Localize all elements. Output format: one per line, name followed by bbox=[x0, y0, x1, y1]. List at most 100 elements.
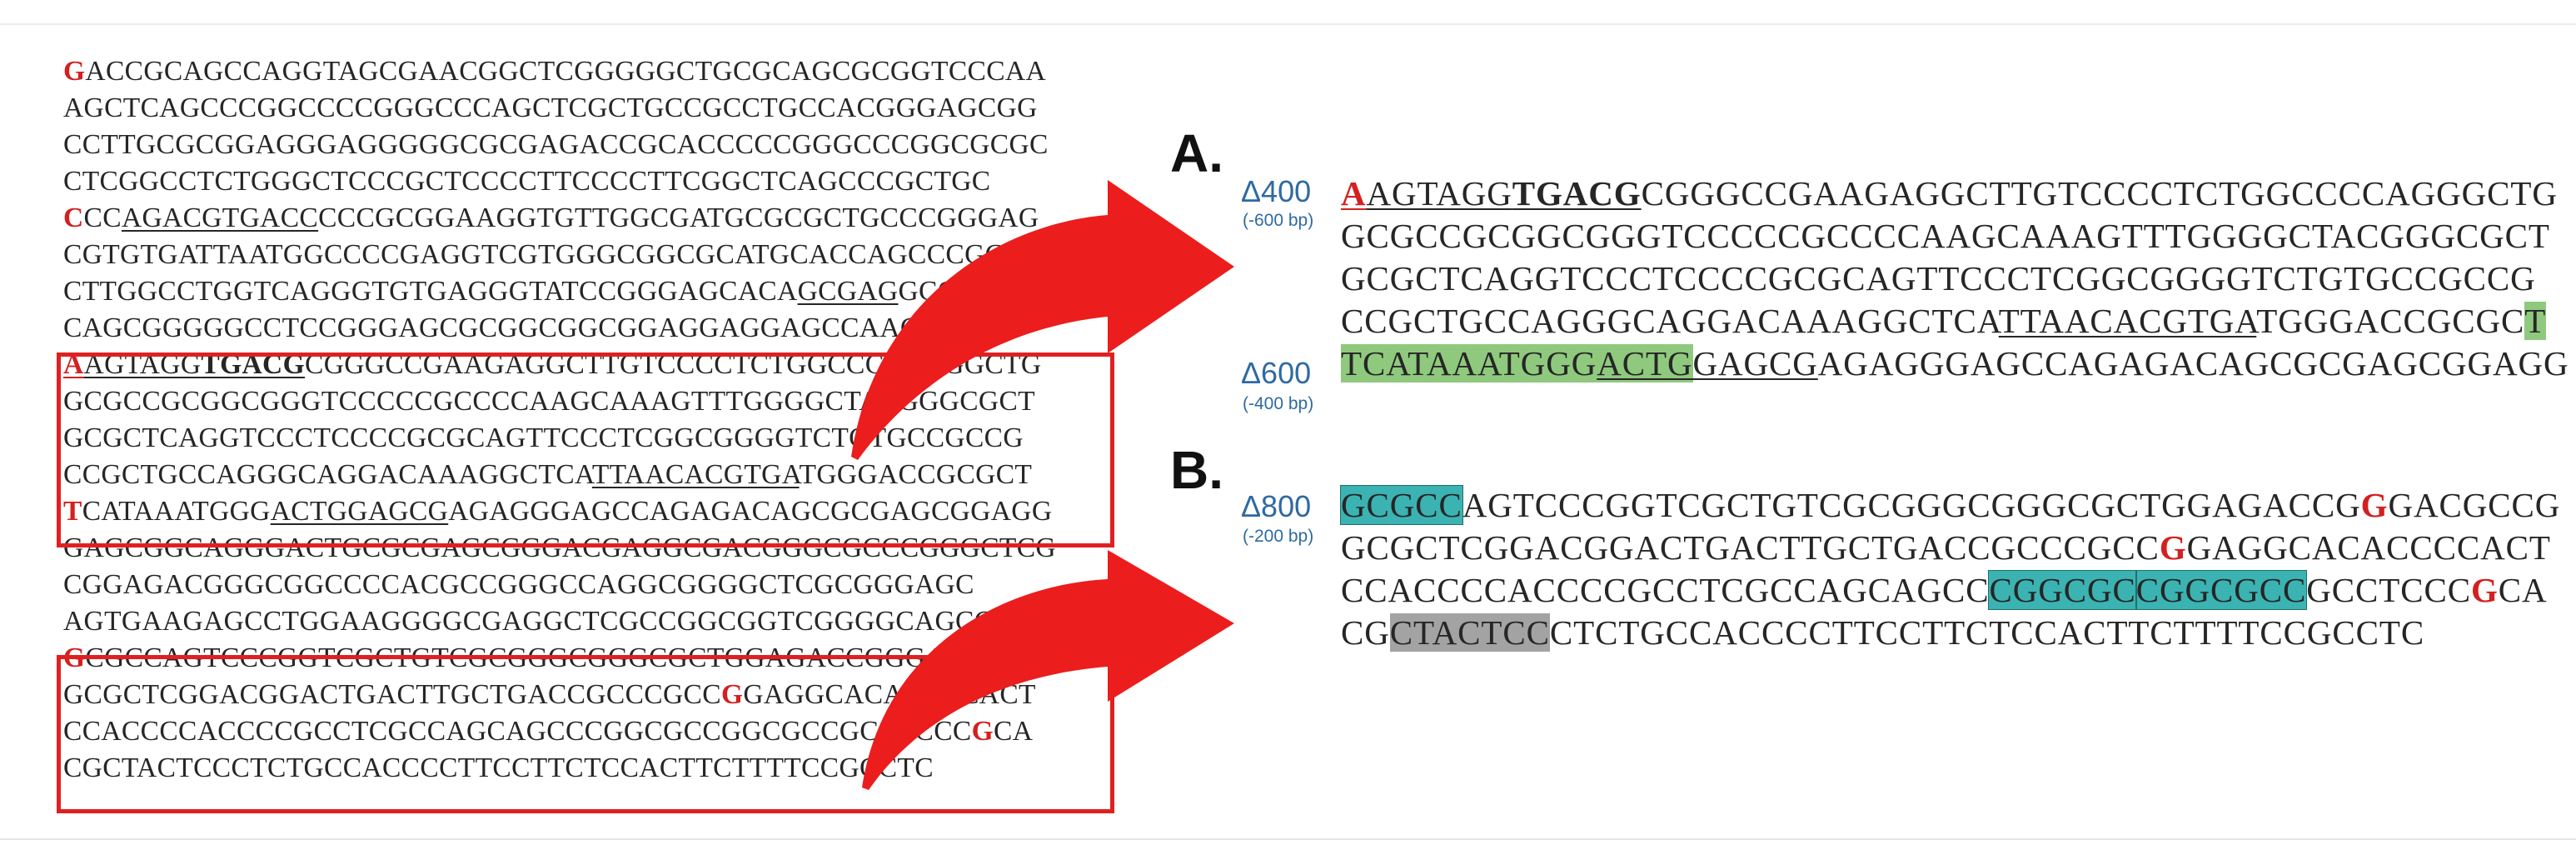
bottom-divider bbox=[0, 838, 2576, 840]
sequence-segment: AGAGGGAGCCAGAGACAGCGCGAGCGGAGG bbox=[448, 496, 1053, 527]
sequence-line: CCGCTGCCAGGGCAGGACAAAGGCTCATTAACACGTGATG… bbox=[63, 458, 1056, 495]
arrow-to-a bbox=[851, 180, 1234, 460]
sequence-segment: TCATAAATGGG bbox=[1341, 344, 1597, 382]
sequence-segment: CGCTACTCCCTCTGCCACCCCTTCCTTCTCCACTTCTTTT… bbox=[63, 752, 934, 783]
sequence-line: CTCGGCCTCTGGGCTCCCGCTCCCCTTCCCCTTCGGCTCA… bbox=[63, 165, 1056, 202]
sequence-segment: ACCGCAGCCAGGTAGCGAACGGCTCGGGGGCTGCGCAGCG… bbox=[85, 56, 1046, 87]
sequence-segment: GCGCC bbox=[1340, 485, 1463, 525]
sequence-segment: G bbox=[720, 679, 744, 710]
sequence-line: GCGCCAGTCCCGGTCGCTGTCGCGGGCGGGCGCTGGAGAC… bbox=[1340, 485, 2561, 528]
sequence-line: GCGCCGCGGCGGGTCCCCCGCCCCAAGCAAAGTTTGGGGC… bbox=[1341, 216, 2569, 258]
sequence-segment: TGACG bbox=[1512, 174, 1642, 212]
sequence-segment: AGTCCCGGTCGCTGTCGCGGGCGGGCGCTGGAGACCG bbox=[1462, 486, 2361, 524]
sequence-segment: GCGCTCAGGTCCCTCCCCGCGCAGTTCCCTCGGCGGGGTC… bbox=[1341, 259, 2536, 298]
sequence-line: GACCGCAGCCAGGTAGCGAACGGCTCGGGGGCTGCGCAGC… bbox=[63, 55, 1056, 92]
sequence-segment: C bbox=[63, 202, 84, 233]
sequence-line: CGTGTGATTAATGGCCCCGAGGTCGTGGGCGGCGCATGCA… bbox=[63, 238, 1056, 275]
sequence-segment: CCACCCCACCCCGCCTCGCCAGCAGCC bbox=[1341, 571, 1990, 609]
delta600-label: Δ600 bbox=[1241, 356, 1312, 390]
region-box-a bbox=[57, 352, 1114, 548]
sequence-segment: CA bbox=[2498, 571, 2548, 609]
delta800-label: Δ800 bbox=[1241, 489, 1312, 523]
sequence-line: CCTTGCGCGGAGGGAGGGGGCGCGAGACCGCACCCCCGGG… bbox=[63, 128, 1056, 165]
sequence-segment: G bbox=[2470, 571, 2499, 609]
sequence-segment: CTCTGCCACCCCTTCCTTCTCCACTTCTTTTCCGCCTC bbox=[1549, 613, 2425, 652]
sequence-segment: GAGCGGCAGGGACTGCGCGAGCGGGACGAGGCGACGGGCG… bbox=[63, 532, 1056, 563]
sequence-segment: AGCTCAGCCCGGCCCCGGGCCCAGCTCGCTGCCGCCTGCC… bbox=[63, 92, 1038, 123]
sequence-segment: CGGCGCC bbox=[2135, 570, 2308, 610]
sequence-segment: GCGCTCGGACGGACTGACTTGCTGACCGCCCGCC bbox=[63, 679, 721, 710]
sequence-segment: GCGCTCGGACGGACTGACTTGCTGACCGCCCGCC bbox=[1341, 528, 2160, 567]
sequence-segment: CCACCCCACCCCGCCTCGCCAGCAGCCCGGCGCCGGCGCC… bbox=[63, 716, 972, 747]
sequence-segment: CGGAGACGGGCGGCCCCACGCCGGGCCAGGCGGGGCTCGC… bbox=[63, 569, 974, 600]
sequence-segment: G bbox=[63, 56, 86, 87]
sequence-segment: GAGGCACACCCCACT bbox=[2186, 528, 2551, 567]
panel-a-letter: A. bbox=[1170, 123, 1223, 183]
sequence-line: TCATAAATGGGACTGGAGCGAGAGGGAGCCAGAGACAGCG… bbox=[1341, 343, 2569, 386]
arrow-to-b bbox=[862, 550, 1234, 790]
delta400-bp-label: (-600 bp) bbox=[1243, 211, 1314, 230]
sequence-segment: A bbox=[1341, 174, 1367, 212]
sequence-segment: T bbox=[2524, 302, 2547, 340]
sequence-segment: TGGGACCGCGCT bbox=[799, 459, 1033, 490]
sequence-segment: AGAGGGAGCCAGAGACAGCGCGAGCGGAGG bbox=[1817, 344, 2569, 382]
sequence-line: CGCTACTCCCTCTGCCACCCCTTCCTTCTCCACTTCTTTT… bbox=[1341, 612, 2560, 655]
sequence-segment: CTCGGCCTCTGGGCTCCCGCTCCCCTTCCCCTTCGGCTCA… bbox=[63, 166, 991, 197]
sequence-segment: CGGCGC bbox=[1988, 570, 2137, 610]
sequence-segment: CA bbox=[994, 716, 1034, 747]
sequence-segment: CCGCTGCCAGGGCAGGACAAAGGCTCA bbox=[1341, 302, 1999, 340]
region-box-b bbox=[57, 655, 1114, 813]
sequence-segment: CTTGGCCTGGTCAGGGTGTGAGGGTATCCGGGAGCACA bbox=[63, 276, 798, 307]
sequence-segment: CGTGTGATTAATGGCCCCGAGGTCGTGGGCGGCGCATGCA… bbox=[63, 239, 1006, 270]
sequence-segment: ACTG bbox=[1597, 344, 1693, 382]
sequence-line: CCGCTGCCAGGGCAGGACAAAGGCTCATTAACACGTGATG… bbox=[1341, 301, 2569, 343]
sequence-line: GAGCGGCAGGGACTGCGCGAGCGGGACGAGGCGACGGGCG… bbox=[63, 532, 1056, 568]
panel-a-sequence: AAGTAGGTGACGCGGGCCGAAGAGGCTTGTCCCCTCTGGC… bbox=[1341, 173, 2569, 386]
sequence-segment: GACGCCG bbox=[2388, 486, 2561, 524]
sequence-segment: GCCTCCC bbox=[2306, 571, 2471, 609]
sequence-segment: CC bbox=[83, 202, 122, 233]
sequence-segment: G bbox=[971, 716, 994, 747]
sequence-segment: GCGAG bbox=[797, 276, 899, 307]
sequence-line: CGGAGACGGGCGGCCCCACGCCGGGCCAGGCGGGGCTCGC… bbox=[63, 568, 1056, 605]
panel-b-letter: B. bbox=[1170, 440, 1223, 500]
sequence-segment: T bbox=[63, 496, 82, 527]
sequence-segment: CG bbox=[1341, 613, 1390, 652]
sequence-line: AGCTCAGCCCGGCCCCGGGCCCAGCTCGCTGCCGCCTGCC… bbox=[63, 92, 1056, 128]
sequence-segment: CCCGCGGAAGGTGTTGGCGATGCGCGCTGCCCGGGAG bbox=[318, 202, 1039, 233]
sequence-line: CCACCCCACCCCGCCTCGCCAGCAGCCCGGCGCCGGCGCC… bbox=[63, 715, 1056, 752]
sequence-segment: ACTGGAGCG bbox=[270, 496, 449, 527]
sequence-line: AGTGAAGAGCCTGGAAGGGGCGAGGCTCGCCGGCGGTCGG… bbox=[63, 605, 1056, 642]
sequence-line: CCCAGACGTGACCCCCGCGGAAGGTGTTGGCGATGCGCGC… bbox=[63, 202, 1056, 238]
sequence-line: GCGCTCGGACGGACTGACTTGCTGACCGCCCGCCGGAGGC… bbox=[1341, 528, 2560, 570]
panel-b-sequence: GCGCCAGTCCCGGTCGCTGTCGCGGGCGGGCGCTGGAGAC… bbox=[1340, 485, 2561, 655]
sequence-line: TCATAAATGGGACTGGAGCGAGAGGGAGCCAGAGACAGCG… bbox=[63, 495, 1056, 532]
sequence-line: CGCTACTCCCTCTGCCACCCCTTCCTTCTCCACTTCTTTT… bbox=[63, 752, 1056, 788]
sequence-line: CAGCGGGGGCCTCCGGGAGCGCGGCGGCGGAGGAGGAGCC… bbox=[63, 312, 1056, 348]
sequence-segment: GCGCCGCGGCGGGTCCCCCGCCCCAAGCAAAGTTTGGGGC… bbox=[1341, 217, 2550, 255]
delta400-label: Δ400 bbox=[1241, 174, 1312, 208]
sequence-segment: AGACGTGACC bbox=[121, 202, 319, 233]
sequence-line: GCGCTCAGGTCCCTCCCCGCGCAGTTCCCTCGGCGGGGTC… bbox=[1341, 258, 2569, 301]
sequence-segment: TTAACACGTGA bbox=[1998, 302, 2257, 340]
sequence-segment: G bbox=[2159, 528, 2187, 567]
sequence-line: AAGTAGGTGACGCGGGCCGAAGAGGCTTGTCCCCTCTGGC… bbox=[1341, 173, 2569, 216]
sequence-segment: G bbox=[2360, 486, 2389, 524]
sequence-line: CCACCCCACCCCGCCTCGCCAGCAGCCCGGCGCCGGCGCC… bbox=[1341, 570, 2560, 612]
sequence-segment: CCGCTGCCAGGGCAGGACAAAGGCTCA bbox=[63, 459, 592, 490]
sequence-segment: TGGGACCGCGC bbox=[2256, 302, 2525, 340]
sequence-segment: AGTAGG bbox=[1366, 174, 1512, 212]
sequence-segment: CTACTCC bbox=[1389, 613, 1550, 652]
top-divider bbox=[0, 23, 2576, 25]
delta800-bp-label: (-200 bp) bbox=[1243, 527, 1314, 546]
sequence-segment: GAGCG bbox=[1692, 344, 1818, 382]
delta600-bp-label: (-400 bp) bbox=[1243, 394, 1314, 413]
sequence-segment: CGGGCCGAAGAGGCTTGTCCCCTCTGGCCCCAGGGCTG bbox=[1641, 174, 2558, 212]
sequence-segment: CATAAATGGG bbox=[82, 496, 271, 527]
sequence-segment: AGTGAAGAGCCTGGAAGGGGCGAGGCTCGCCGGCGGTCGG… bbox=[63, 606, 1036, 637]
sequence-segment: CCTTGCGCGGAGGGAGGGGGCGCGAGACCGCACCCCCGGG… bbox=[63, 129, 1049, 160]
sequence-segment: TTAACACGTGA bbox=[591, 459, 800, 490]
sequence-segment: CAGCGGGGGCCTCCGGGAGCGCGGCGGCGGAGGAGGAGCC… bbox=[63, 312, 1024, 343]
